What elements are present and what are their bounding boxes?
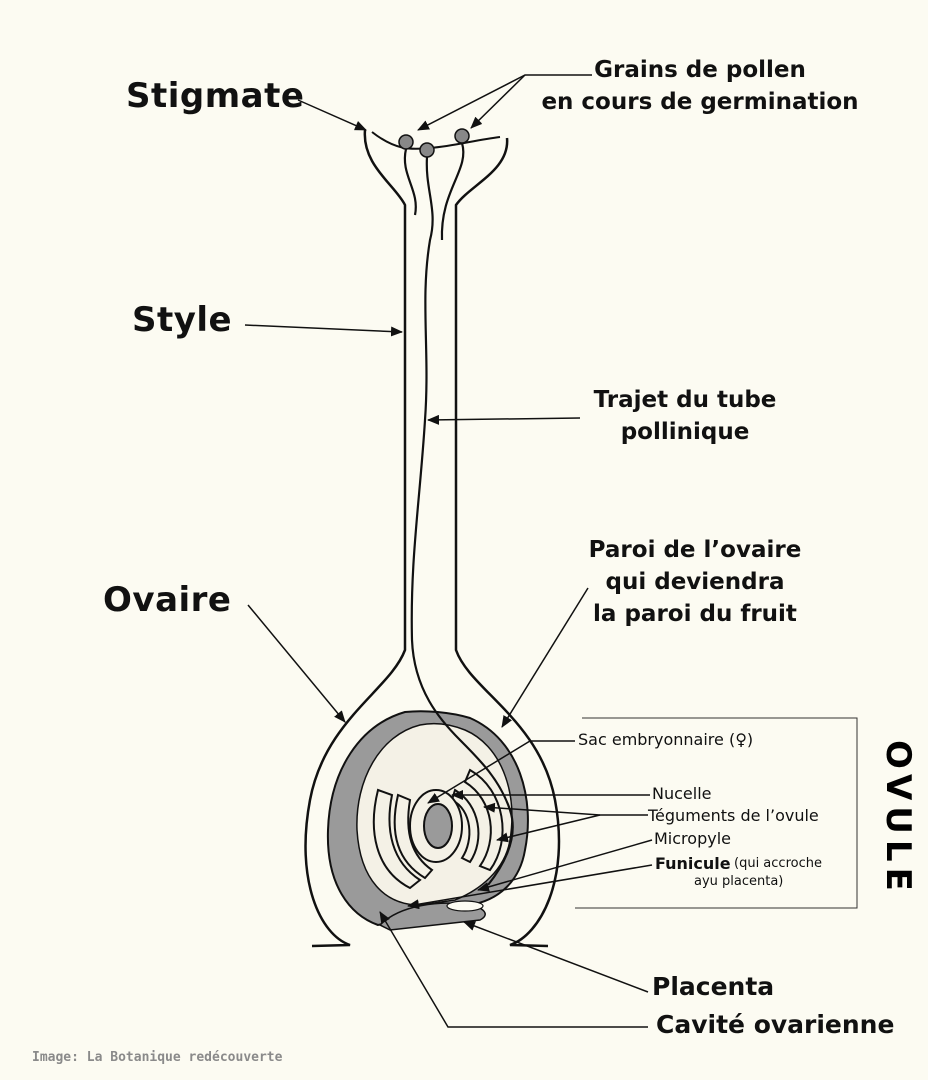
label-paroi: Paroi de l’ovaire qui deviendra la paroi…: [570, 534, 820, 630]
label-style: Style: [132, 300, 233, 340]
label-sac: Sac embryonnaire (♀): [578, 730, 754, 749]
label-funicule: Funicule: [655, 854, 731, 873]
label-trajet: Trajet du tube pollinique: [570, 384, 800, 448]
label-funicule-note1: (qui accroche: [734, 856, 822, 871]
label-paroi-line2: qui deviendra: [605, 569, 785, 595]
label-funicule-note2: ayu placenta): [694, 874, 784, 889]
label-grains: Grains de pollen en cours de germination: [540, 54, 860, 118]
ovule-bracket: [575, 717, 858, 909]
label-placenta: Placenta: [652, 972, 775, 1001]
placenta-pad: [446, 900, 484, 912]
label-paroi-line3: la paroi du fruit: [593, 601, 797, 627]
ovule: [372, 768, 504, 890]
label-paroi-line1: Paroi de l’ovaire: [588, 537, 802, 563]
label-grains-line2: en cours de germination: [541, 89, 859, 115]
pollen-tubes: [403, 142, 514, 886]
label-cavite: Cavité ovarienne: [656, 1010, 895, 1039]
pistil-outline: [304, 129, 561, 948]
pollen-grain: [419, 142, 435, 158]
stigma-surface: [371, 131, 501, 150]
label-ovule: OVULE: [878, 740, 918, 897]
label-stigmate: Stigmate: [126, 76, 305, 116]
label-micropyle: Micropyle: [654, 829, 731, 848]
pollen-grain: [398, 134, 414, 150]
label-trajet-line1: Trajet du tube: [593, 387, 777, 413]
label-ovaire: Ovaire: [103, 580, 232, 620]
image-credit: Image: La Botanique redécouverte: [32, 1050, 283, 1065]
label-nucelle: Nucelle: [652, 784, 712, 803]
pollen-grain: [454, 128, 470, 144]
leader-lines: [244, 74, 653, 1028]
label-teguments: Téguments de l’ovule: [648, 806, 819, 825]
label-grains-line1: Grains de pollen: [594, 57, 806, 83]
label-trajet-line2: pollinique: [620, 419, 750, 445]
